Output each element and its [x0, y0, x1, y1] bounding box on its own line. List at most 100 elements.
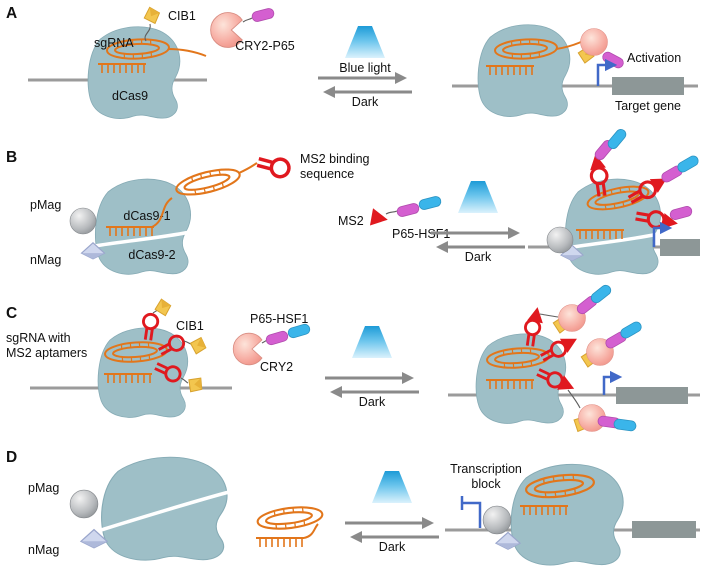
target-gene-box	[612, 77, 684, 95]
panel-c-letter: C	[6, 305, 17, 322]
panel-b: B pMag nMag dCas9-1 dCas9-2 MS2 binding …	[6, 126, 701, 275]
sgrna-scaffold-loops	[255, 503, 325, 533]
sgrna-aptamer-label-2: MS2 aptamers	[6, 346, 87, 360]
dcas9-2-label: dCas9-2	[128, 248, 175, 262]
pmag-sphere-icon	[546, 226, 574, 254]
promoter-arrow	[602, 370, 623, 395]
linker-squiggle	[144, 23, 151, 42]
pmag-label: pMag	[30, 198, 61, 212]
panel-b-left-complex: pMag nMag dCas9-1 dCas9-2 MS2 binding se…	[30, 151, 370, 275]
linker-squiggle	[242, 17, 253, 23]
promoter-arrow	[652, 221, 673, 247]
blue-light-beam-and-arrows	[325, 326, 419, 392]
blue-light-beam-and-arrows	[318, 26, 412, 92]
dcas9-1-label: dCas9-1	[123, 209, 170, 223]
linker-squiggle	[180, 377, 189, 384]
dark-label: Dark	[465, 250, 492, 264]
ms2-binding-label-2: sequence	[300, 167, 354, 181]
cib1-icon	[141, 4, 163, 27]
panel-d-left-complex: pMag nMag	[28, 456, 231, 561]
sgrna-tail	[238, 162, 258, 174]
transcription-block-label-2: block	[471, 477, 501, 491]
free-sgrna	[255, 503, 325, 548]
sgrna-guide-comb	[255, 537, 305, 548]
light-switch-c: Dark	[325, 326, 419, 409]
cib1-label: CIB1	[176, 319, 204, 333]
cry2-label: CRY2	[260, 360, 293, 374]
panel-c-right-complex	[448, 282, 700, 436]
nmag-label: nMag	[28, 543, 59, 557]
panel-d-letter: D	[6, 449, 17, 466]
sgrna-scaffold-loops	[172, 163, 244, 201]
cib1-icon	[187, 334, 210, 357]
cry2-p65-hsf1-legend: P65-HSF1 CRY2	[232, 312, 312, 374]
dcas9-label: dCas9	[112, 89, 148, 103]
cib1-icon	[183, 372, 208, 397]
panel-b-right-complex	[528, 126, 701, 275]
sgrna-tail	[555, 41, 582, 50]
pmag-sphere-icon	[69, 489, 99, 519]
panel-c: C sgRNA with MS2 aptamers CIB1 P65-HSF1	[6, 282, 700, 436]
ms2-hairpin-icon	[253, 151, 293, 181]
dark-label: Dark	[379, 540, 406, 554]
hsf1-pill-icon	[618, 319, 644, 341]
ms2-triangle-icon	[369, 208, 390, 229]
p65-hsf1-label: P65-HSF1	[392, 227, 450, 241]
panel-a-letter: A	[6, 5, 17, 22]
dark-label: Dark	[359, 395, 386, 409]
panel-a-right-complex: Activation Target gene	[452, 24, 698, 117]
p65-pill-icon	[600, 50, 626, 70]
sgrna-link	[151, 197, 173, 228]
split-line	[93, 230, 192, 248]
nmag-label: nMag	[30, 253, 61, 267]
ms2-label: MS2	[338, 214, 364, 228]
promoter-arrow	[596, 58, 618, 86]
light-switch-b: Dark	[431, 181, 525, 264]
p65-hsf1-label: P65-HSF1	[250, 312, 308, 326]
light-switch-d: Dark	[345, 471, 439, 554]
linker-squiggle	[385, 210, 398, 215]
hsf1-pill-icon	[675, 153, 701, 175]
cry2-pacman-icon	[232, 332, 263, 366]
p65-pill-icon	[395, 202, 421, 218]
target-gene-label: Target gene	[615, 99, 681, 113]
cry2-p65-label: CRY2-P65	[235, 39, 295, 53]
transcription-block-arrow	[462, 501, 482, 528]
dcas9-blob	[477, 24, 571, 117]
linker-squiggle	[539, 313, 559, 318]
split-line	[564, 232, 660, 250]
p65-pill-icon	[264, 329, 290, 347]
sgrna-link	[303, 523, 319, 539]
sgrna-aptamer-label-1: sgRNA with	[6, 331, 71, 345]
p65-pill-icon	[250, 7, 276, 23]
ms2-triangle-icon	[559, 331, 581, 353]
target-gene-box	[616, 387, 688, 404]
activation-label: Activation	[627, 51, 681, 65]
panel-d-right-complex	[445, 463, 700, 566]
linker-squiggle	[567, 389, 581, 409]
panel-c-left-complex: CIB1	[30, 297, 232, 418]
ms2-binding-label-1: MS2 binding	[300, 152, 370, 166]
pmag-sphere-icon	[69, 207, 97, 235]
cib1-label: CIB1	[168, 9, 196, 23]
sgrna-label: sgRNA	[94, 36, 134, 50]
target-gene-box	[660, 239, 700, 256]
target-gene-box	[632, 521, 696, 538]
sgrna-tail	[167, 48, 207, 57]
light-switch-a: Blue light Dark	[318, 26, 412, 109]
panel-d: D pMag nMag Dark Transcription block	[6, 449, 700, 566]
cry2-p65-legend: CRY2-P65	[210, 7, 295, 53]
panel-b-letter: B	[6, 149, 17, 166]
hsf1-pill-icon	[605, 126, 629, 152]
split-dcas9-blob	[101, 456, 228, 561]
panel-a: A CIB1 sgRNA dCas9 CRY2-P65 Blue light D…	[6, 4, 698, 119]
split-line	[99, 490, 231, 532]
transcription-block-label-1: Transcription	[450, 462, 522, 476]
pmag-label: pMag	[28, 481, 59, 495]
dark-label: Dark	[352, 95, 379, 109]
ms2-p65-hsf1-legend: MS2 P65-HSF1	[338, 195, 450, 241]
blue-light-beam-and-arrows	[345, 471, 439, 537]
panel-a-left-complex: CIB1 sgRNA dCas9	[28, 4, 207, 119]
